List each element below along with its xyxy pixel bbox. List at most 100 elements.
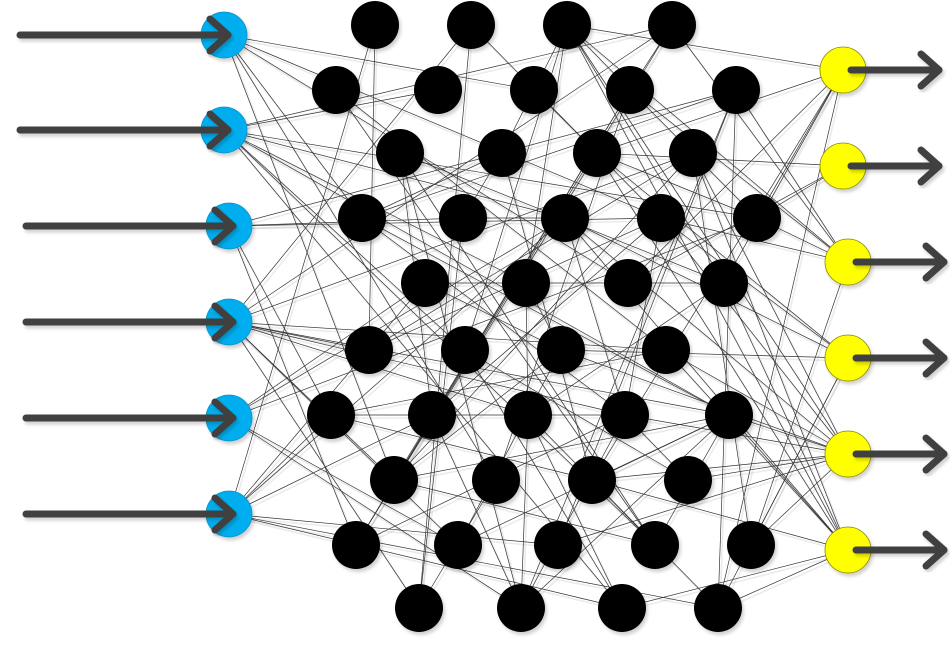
connection	[687, 453, 849, 481]
connection	[228, 225, 357, 546]
hidden-node	[434, 521, 482, 569]
hidden-node	[351, 1, 399, 49]
connection	[717, 357, 849, 609]
connection	[223, 34, 629, 284]
hidden-node	[573, 129, 621, 177]
connection	[735, 89, 849, 263]
output-arrow	[852, 338, 948, 378]
connection	[399, 152, 522, 609]
hidden-node	[307, 391, 355, 439]
hidden-node	[568, 456, 616, 504]
hidden-node	[497, 584, 545, 632]
hidden-node	[504, 391, 552, 439]
hidden-node	[537, 326, 585, 374]
connection	[692, 152, 752, 546]
connection	[368, 152, 694, 351]
connection	[223, 34, 535, 91]
connection	[228, 513, 559, 546]
hidden-node	[439, 194, 487, 242]
hidden-node	[534, 521, 582, 569]
connection	[750, 261, 849, 546]
connection	[629, 89, 849, 263]
connection	[692, 152, 849, 455]
hidden-node	[631, 521, 679, 569]
connection	[223, 34, 662, 219]
hidden-node	[447, 1, 495, 49]
connection	[624, 217, 662, 416]
connection	[431, 414, 522, 609]
connection	[368, 24, 376, 351]
hidden-node	[472, 456, 520, 504]
hidden-node	[502, 259, 550, 307]
connection	[228, 321, 626, 416]
hidden-node	[601, 391, 649, 439]
connection	[228, 225, 332, 416]
connection	[527, 414, 623, 609]
connection	[431, 217, 662, 416]
input-arrow	[22, 302, 237, 342]
connection	[228, 513, 623, 609]
connection	[728, 414, 849, 551]
hidden-node	[441, 326, 489, 374]
connection	[525, 24, 568, 284]
connection	[361, 217, 730, 416]
connection	[223, 129, 730, 416]
connection	[457, 349, 562, 546]
connection	[393, 414, 730, 481]
connection	[361, 152, 503, 219]
input-arrow	[22, 494, 237, 534]
hidden-node	[604, 259, 652, 307]
hidden-node	[694, 584, 742, 632]
connection	[621, 549, 849, 609]
hidden-node	[669, 129, 717, 177]
connection	[591, 479, 849, 551]
hidden-node	[408, 391, 456, 439]
hidden-node	[312, 66, 360, 114]
nodes	[200, 1, 872, 632]
connection	[418, 24, 472, 609]
connection	[596, 152, 844, 167]
hidden-node	[664, 456, 712, 504]
hidden-node	[733, 194, 781, 242]
connection	[671, 24, 849, 263]
connection	[717, 89, 737, 609]
connection	[557, 453, 849, 546]
output-arrow	[847, 50, 943, 90]
connection	[223, 34, 395, 481]
hidden-node	[370, 456, 418, 504]
connection	[756, 69, 844, 219]
hidden-node	[700, 259, 748, 307]
hidden-node	[598, 584, 646, 632]
connection	[228, 321, 420, 609]
hidden-node	[478, 129, 526, 177]
connection	[627, 69, 844, 284]
connection	[566, 24, 725, 284]
connection	[564, 217, 849, 455]
hidden-node	[712, 66, 760, 114]
output-arrow	[852, 242, 948, 282]
connection	[527, 282, 725, 416]
hidden-node	[376, 129, 424, 177]
connection	[692, 152, 849, 551]
connection	[330, 349, 667, 416]
connection	[665, 349, 849, 455]
connection	[596, 152, 849, 359]
connection	[223, 129, 466, 351]
input-arrow	[16, 110, 232, 150]
input-arrow	[22, 398, 237, 438]
hidden-node	[332, 521, 380, 569]
arrows	[16, 15, 948, 570]
output-arrow	[852, 530, 948, 570]
connection	[361, 89, 737, 219]
connection	[596, 69, 844, 154]
connection	[393, 479, 656, 546]
hidden-node	[543, 1, 591, 49]
hidden-node	[642, 326, 690, 374]
output-arrow	[852, 434, 948, 474]
connection	[660, 217, 849, 359]
output-arrow	[847, 146, 943, 186]
connection	[665, 349, 849, 551]
connection	[228, 417, 459, 546]
connection	[723, 69, 844, 284]
hidden-node	[401, 259, 449, 307]
